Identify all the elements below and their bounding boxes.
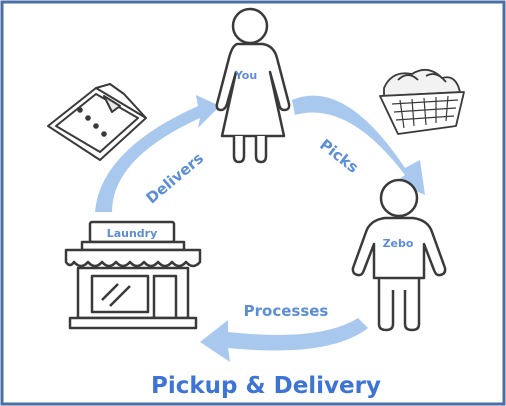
diagram-title: Pickup & Delivery (151, 373, 381, 399)
folded-shirt-icon (47, 83, 147, 161)
laundry-sign-label: Laundry (107, 227, 158, 240)
processes-label: Processes (244, 302, 329, 320)
you-figure-icon (215, 7, 291, 164)
laundry-basket-icon (379, 68, 465, 135)
delivers-arrow (95, 95, 220, 212)
laundry-shop-icon (64, 220, 202, 330)
processes-arrow (200, 318, 368, 362)
zebo-figure-icon (351, 178, 447, 332)
zebo-label: Zebo (383, 237, 414, 250)
you-label: You (234, 69, 257, 82)
